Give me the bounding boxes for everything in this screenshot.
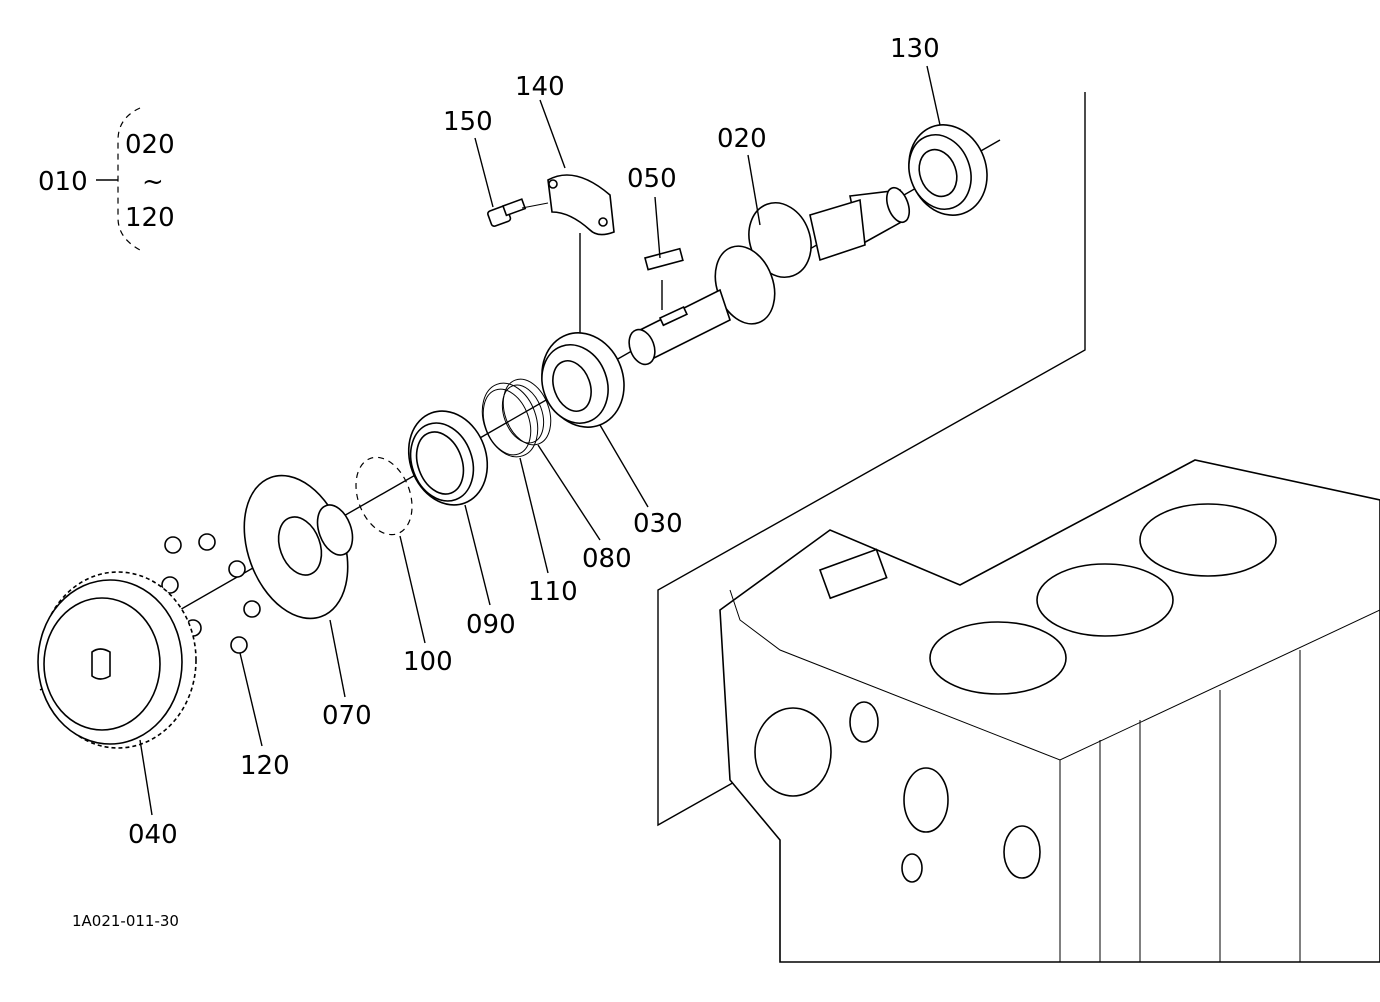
label-140: 140 [515,72,565,102]
label-050: 050 [627,164,677,194]
bearing-090 [407,410,489,506]
balls-120 [161,533,261,654]
retainer-plate-140 [547,174,615,338]
group-tilde: ~ [142,167,164,197]
gear-040 [37,571,197,749]
label-100: 100 [403,647,453,677]
group-bracket: 010 020 ~ 120 [38,107,175,251]
bearing-130 [908,124,988,216]
label-130: 130 [890,34,940,64]
engine-block [719,459,1380,963]
group-label: 010 [38,167,88,197]
diagram-code: 1A021-011-30 [72,912,179,930]
key-050 [644,247,684,310]
label-020: 020 [717,124,767,154]
snap-ring-110 [481,382,539,458]
reference-frame [657,92,1086,827]
bolt-150 [487,198,549,227]
label-120: 120 [240,751,290,781]
ball-ring-100 [355,456,413,536]
label-110: 110 [528,577,578,607]
group-from: 020 [125,130,175,160]
label-150: 150 [443,107,493,137]
thrust-washer-070 [243,474,354,620]
label-040: 040 [128,820,178,850]
label-030: 030 [633,509,683,539]
label-080: 080 [582,544,632,574]
group-to: 120 [125,203,175,233]
camshaft-020 [628,186,911,366]
label-070: 070 [322,701,372,731]
bearing-030 [541,332,625,428]
leader-lines [139,65,941,816]
label-090: 090 [466,610,516,640]
